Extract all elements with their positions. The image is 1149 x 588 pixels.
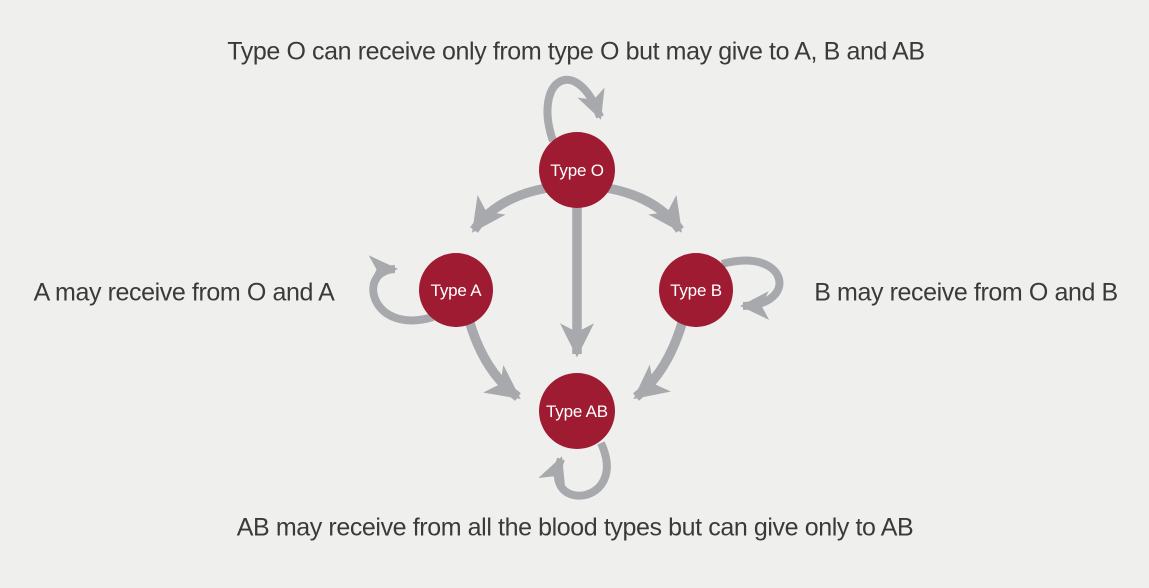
edge-type-b-to-type-ab (632, 318, 688, 401)
node-type-a-label: Type A (431, 281, 483, 300)
edge-type-o-self-loop (543, 75, 605, 143)
edge-type-a-to-type-ab (464, 318, 521, 401)
node-type-a-circle (419, 253, 493, 327)
node-type-b: Type B (659, 253, 733, 327)
edge-type-ab-self-loop (538, 441, 611, 500)
node-type-ab: Type AB (539, 373, 615, 449)
node-type-b-circle (659, 253, 733, 327)
edge-type-b-self-loop (720, 256, 784, 320)
annotation-type-b: B may receive from O and B (814, 278, 1118, 307)
annotation-type-a: A may receive from O and A (33, 278, 335, 307)
node-type-b-label: Type B (670, 281, 722, 300)
annotation-type-ab: AB may receive from all the blood types … (236, 513, 914, 542)
node-type-a: Type A (419, 253, 493, 327)
node-type-o-label: Type O (550, 161, 604, 180)
node-type-o: Type O (539, 132, 615, 208)
node-type-ab-label: Type AB (546, 402, 608, 421)
edge-type-a-self-loop (368, 255, 435, 325)
node-type-o-circle (539, 132, 615, 208)
edge-type-o-to-type-b (606, 183, 684, 233)
annotation-type-o: Type O can receive only from type O but … (227, 37, 925, 66)
node-type-ab-circle (539, 373, 615, 449)
edge-type-o-to-type-a (470, 183, 548, 233)
